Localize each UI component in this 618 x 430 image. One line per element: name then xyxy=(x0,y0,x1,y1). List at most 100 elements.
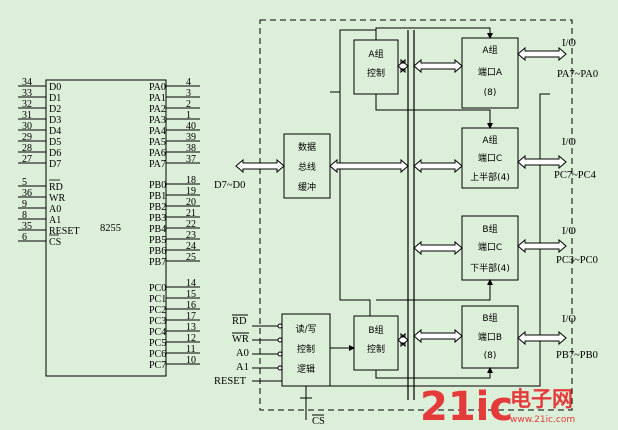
port-b-line2: 端口B xyxy=(478,331,502,343)
left-pin-label: D1 xyxy=(49,93,61,104)
right-pin-number: 2 xyxy=(186,99,191,110)
port-c-upper-line1: A组 xyxy=(482,134,497,146)
right-pin-number: 23 xyxy=(186,230,196,241)
left-pin-number: 33 xyxy=(22,88,32,99)
rw-input-lines xyxy=(252,325,282,382)
group-b-ctrl-line1: B组 xyxy=(368,324,383,336)
right-pin-number: 15 xyxy=(186,289,196,300)
right-pin-label: PA6 xyxy=(149,148,166,159)
right-pin-number: 25 xyxy=(186,252,196,263)
port-a-line2: 端口A xyxy=(478,66,503,78)
data-bus-label: D7~D0 xyxy=(214,180,245,191)
group-a-control-block xyxy=(353,39,399,95)
right-pin-label: PB3 xyxy=(149,213,166,224)
right-pin-label: PB5 xyxy=(149,235,166,246)
watermark-logo: 21ic 电子网 www.21ic.com xyxy=(420,384,575,430)
arrow-port-cl-out xyxy=(517,238,567,254)
left-pin-label: A1 xyxy=(49,215,61,226)
right-pin-number: 1 xyxy=(186,110,191,121)
left-pin-number: 29 xyxy=(22,132,32,143)
right-pin-number: 21 xyxy=(186,208,196,219)
port-c-lower-line2: 端口C xyxy=(478,241,502,253)
rw-line1: 读/写 xyxy=(295,323,316,335)
port-b-line3: (8) xyxy=(484,351,497,361)
wr-signal: WR xyxy=(232,334,249,345)
pc-lower-label: PC3~PC0 xyxy=(556,255,598,266)
left-pin-number: 34 xyxy=(22,77,32,88)
pa-label: PA7~PA0 xyxy=(557,69,598,80)
right-pin-number: 16 xyxy=(186,300,196,311)
port-c-upper-line2: 端口C xyxy=(478,152,502,164)
right-pin-number: 4 xyxy=(186,77,191,88)
a0-signal: A0 xyxy=(236,348,249,359)
right-pin-label: PA5 xyxy=(149,137,166,148)
port-c-lower-line1: B组 xyxy=(482,223,497,235)
left-pin-number: 9 xyxy=(22,199,27,210)
right-pin-number: 20 xyxy=(186,197,196,208)
arrow-port-b-out xyxy=(517,330,567,346)
arrow-port-a-out xyxy=(517,46,567,62)
data-flow-arrows xyxy=(235,46,567,348)
right-pin-label: PA0 xyxy=(149,82,166,93)
right-pin-label: PC6 xyxy=(149,349,166,360)
left-pin-number: 28 xyxy=(22,143,32,154)
left-pin-label: D4 xyxy=(49,126,61,137)
left-pin-label: RESET xyxy=(49,226,80,237)
io-label-cl: I/O xyxy=(562,226,576,237)
pc-upper-label: PC7~PC4 xyxy=(554,170,597,181)
arrow-bus-port-b xyxy=(413,328,463,344)
arrow-bus-groupa-ctrl xyxy=(397,58,409,74)
right-pin-label: PA4 xyxy=(149,126,166,137)
arrow-databus-buffer xyxy=(235,158,285,174)
port-a-line3: (8) xyxy=(484,88,497,98)
left-pin-label: D7 xyxy=(49,159,61,170)
reset-signal: RESET xyxy=(214,376,247,387)
right-pin-number: 13 xyxy=(186,322,196,333)
right-pin-label: PC7 xyxy=(149,360,166,371)
right-pin-number: 11 xyxy=(186,344,196,355)
left-pin-label: RD xyxy=(49,182,63,193)
io-label-b: I/O xyxy=(562,314,576,325)
right-pin-number: 14 xyxy=(186,278,196,289)
right-pin-label: PC3 xyxy=(149,316,166,327)
port-b-line1: B组 xyxy=(482,312,497,324)
watermark-main: 21ic xyxy=(420,384,513,430)
right-pin-number: 38 xyxy=(186,143,196,154)
right-pin-number: 10 xyxy=(186,355,196,366)
group-b-ctrl-line2: 控制 xyxy=(367,343,385,355)
watermark-cn: 电子网 xyxy=(510,387,573,411)
group-b-control-block xyxy=(353,315,399,371)
chip-name: 8255 xyxy=(100,223,121,234)
left-pin-number: 8 xyxy=(22,210,27,221)
right-pin-label: PC4 xyxy=(149,327,166,338)
left-pin-number: 30 xyxy=(22,121,32,132)
rd-signal: RD xyxy=(232,316,247,327)
right-pin-label: PB1 xyxy=(149,191,166,202)
right-pin-number: 22 xyxy=(186,219,196,230)
right-pin-label: PC1 xyxy=(149,294,166,305)
right-pin-label: PC2 xyxy=(149,305,166,316)
pb-label: PB7~PB0 xyxy=(556,350,598,361)
rw-input-bubbles xyxy=(277,323,283,371)
arrow-bus-groupb-ctrl xyxy=(397,332,409,348)
arrow-buffer-bus xyxy=(329,158,409,174)
watermark-url: www.21ic.com xyxy=(510,415,575,425)
right-pin-label: PB4 xyxy=(149,224,166,235)
left-pin-label: D0 xyxy=(49,82,61,93)
group-a-ctrl-line2: 控制 xyxy=(367,67,385,79)
port-c-upper-line3: 上半部(4) xyxy=(470,171,510,183)
arrow-bus-port-cl xyxy=(413,240,463,256)
left-pin-label: WR xyxy=(49,193,65,204)
left-pin-number: 32 xyxy=(22,99,32,110)
buffer-line2: 总线 xyxy=(298,161,316,173)
left-pin-label: A0 xyxy=(49,204,61,215)
right-pin-label: PA7 xyxy=(149,159,166,170)
io-label-a: I/O xyxy=(562,38,576,49)
left-pin-label: D2 xyxy=(49,104,61,115)
io-label-cu: I/O xyxy=(562,137,576,148)
left-pin-label: D6 xyxy=(49,148,61,159)
left-pin-label: CS xyxy=(49,237,61,248)
right-pin-number: 19 xyxy=(186,186,196,197)
right-pin-number: 12 xyxy=(186,333,196,344)
